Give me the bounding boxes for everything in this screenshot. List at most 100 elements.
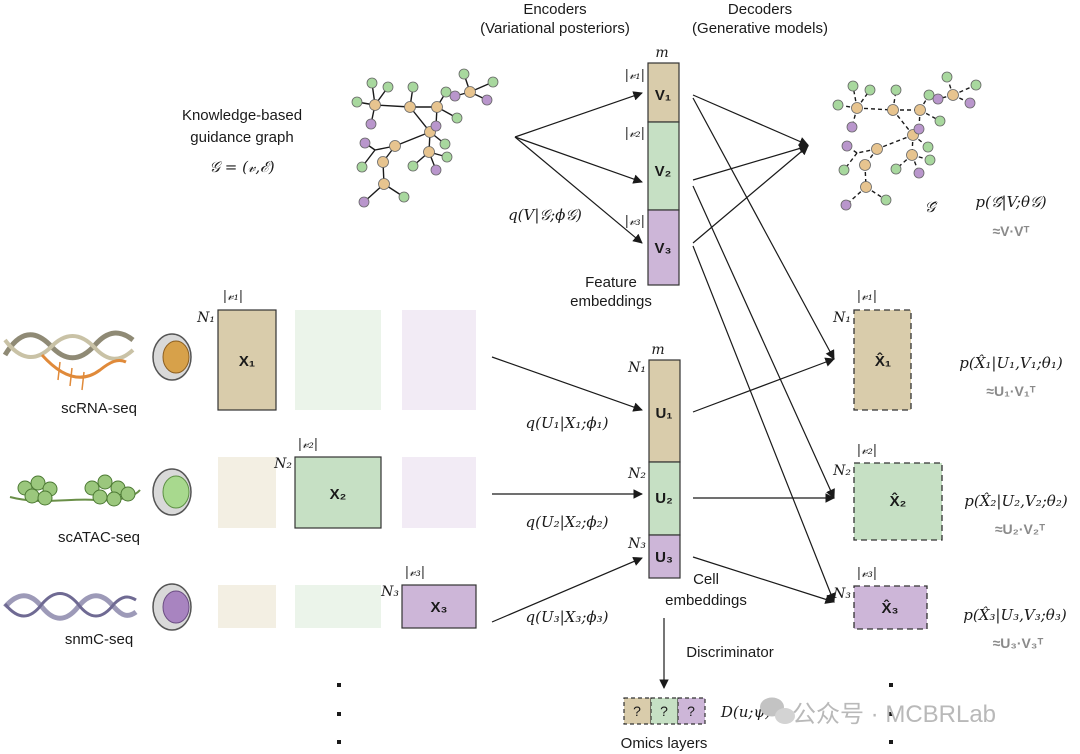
decoder-x2-formula: p(X̂₂|U₂,V₂;θ₂) (964, 492, 1068, 510)
arrow-graph-to-v1 (514, 91, 643, 138)
omics-layer-atac-label: ? (660, 703, 668, 719)
v1-size-label: |𝓋₁| (625, 68, 645, 83)
cell-caption-line2: embeddings (665, 592, 747, 609)
watermark-text: 公众号 · MCBRLab (792, 701, 996, 728)
methylation-helix-icon (3, 592, 138, 621)
x1-hat-size-label: |𝓋₁| (857, 289, 877, 304)
cell-m-label: m (651, 342, 664, 358)
atac-cell-icon (152, 468, 192, 516)
x2-hat-size-label: |𝓋₂| (857, 443, 877, 458)
guidance-graph-nodes (351, 68, 499, 208)
guidance-title-line1: Knowledge-based (182, 107, 302, 124)
decoder-formulas: p(𝒢̂|V;θ𝒢) ≈V·Vᵀ p(X̂₁|U₁,V₁;θ₁) ≈U₁·V₁ᵀ… (959, 193, 1068, 651)
encoders-subtitle: (Variational posteriors) (480, 20, 630, 37)
decoder-x1-approx: ≈U₁·V₁ᵀ (986, 383, 1035, 399)
x2-hat-symbol: X̂₂ (890, 491, 907, 510)
x1-size-label: |𝓋₁| (223, 289, 243, 304)
u2-count-label: N₂ (627, 466, 646, 482)
x1-hat-count-label: N₁ (832, 310, 851, 326)
reconstructed-graph-symbol: 𝒢̂ (925, 198, 938, 216)
omics-name-mc: snmC-seq (65, 631, 133, 648)
cell-caption-line1: Cell (693, 571, 719, 588)
x2-empty-mc (402, 457, 476, 528)
v1-block (647, 62, 680, 123)
encoders-header: Encoders (Variational posteriors) (480, 1, 630, 37)
decoders-title: Decoders (728, 1, 792, 18)
x1-count-label: N₁ (196, 310, 215, 326)
v3-symbol: V₃ (655, 240, 672, 257)
encoders-title: Encoders (523, 1, 586, 18)
decoder-x3-formula: p(X̂₃|U₃,V₃;θ₃) (963, 606, 1067, 624)
guidance-graph-label: Knowledge-based guidance graph 𝒢 = (𝓋,ℰ) (182, 107, 302, 176)
x3-hat-size-label: |𝓋₃| (857, 566, 877, 581)
x3-hat-count-label: N₃ (832, 586, 851, 602)
omics-layer-rna (623, 697, 652, 725)
x2-symbol: X₂ (330, 486, 347, 503)
decoder-graph-approx: ≈V·Vᵀ (992, 223, 1029, 239)
arrow-x3-to-u3 (491, 556, 643, 623)
arrow-graph-to-v2 (514, 136, 643, 184)
u3-symbol: U₃ (655, 549, 673, 566)
x1-symbol: X₁ (239, 353, 255, 370)
encoder-graph-formula: q(V|𝒢;ϕ𝒢) (508, 206, 582, 224)
omics-layer-rna-label: ? (633, 703, 641, 719)
decoders-subtitle: (Generative models) (692, 20, 828, 37)
u1-block (648, 359, 681, 463)
reconstructions: X̂₁ X̂₂ X̂₃ |𝓋₁| |𝓋₂| |𝓋₃| N₁ N₂ N₃ (832, 289, 943, 630)
rna-cell-icon (152, 333, 192, 381)
omics-name-atac: scATAC-seq (58, 529, 140, 546)
u1-symbol: U₁ (655, 405, 672, 422)
omics-layers-caption: Omics layers (621, 735, 708, 752)
encoder-x3-formula: q(U₃|X₃;ϕ₃) (526, 608, 609, 626)
omics-name-rna: scRNA-seq (61, 400, 137, 417)
discriminator: Discriminator ? ? ? D(u;ψ) Omics layers (621, 644, 774, 752)
x3-hat-matrix (853, 585, 928, 630)
arrow-v2-to-graph (692, 143, 809, 181)
feature-caption-line1: Feature (585, 274, 637, 291)
u3-block (648, 534, 681, 579)
x1-empty-atac (295, 310, 381, 410)
v2-symbol: V₂ (655, 163, 672, 180)
encoder-x2-formula: q(U₂|X₂;ϕ₂) (526, 513, 609, 531)
arrow-v2-to-x2hat (692, 185, 835, 499)
omics-names: scRNA-seq scATAC-seq snmC-seq (58, 400, 140, 648)
omics-layer-mc-label: ? (687, 703, 695, 719)
data-matrices: X₁ |𝓋₁| N₁ X₂ |𝓋₂| N₂ X₃ |𝓋₃| N₃ (196, 289, 477, 629)
guidance-formula: 𝒢 = (𝓋,ℰ) (209, 158, 274, 176)
x1-empty-mc (402, 310, 476, 410)
discriminator-formula: D(u;ψ) (720, 703, 771, 721)
dna-helix-icon (2, 330, 135, 391)
chromatin-icon (9, 474, 141, 507)
x2-count-label: N₂ (273, 456, 292, 472)
x2-hat-matrix (853, 462, 943, 541)
arrow-v3-to-x3hat (692, 245, 836, 603)
arrow-graph-to-v3 (514, 136, 643, 244)
decoder-x2-approx: ≈U₂·V₂ᵀ (995, 521, 1045, 537)
arrows (491, 91, 836, 689)
feature-caption-line2: embeddings (570, 293, 652, 310)
x3-count-label: N₃ (380, 584, 399, 600)
decoder-x3-approx: ≈U₃·V₃ᵀ (993, 635, 1044, 651)
mc-cell-icon (152, 583, 192, 631)
reconstructed-graph-nodes (832, 71, 982, 211)
u2-block (648, 461, 681, 536)
x3-empty-rna (218, 585, 276, 628)
v2-size-label: |𝓋₂| (625, 126, 645, 141)
x1-hat-matrix (853, 309, 912, 411)
watermark: 公众号 · MCBRLab (760, 697, 996, 728)
u2-symbol: U₂ (655, 490, 673, 507)
x3-hat-symbol: X̂₃ (882, 598, 899, 617)
x3-size-label: |𝓋₃| (405, 565, 425, 580)
x1-hat-symbol: X̂₁ (875, 351, 891, 370)
encoder-formulas: q(V|𝒢;ϕ𝒢) q(U₁|X₁;ϕ₁) q(U₂|X₂;ϕ₂) q(U₃|X… (508, 206, 609, 626)
v3-size-label: |𝓋₃| (625, 214, 645, 229)
x1-matrix (217, 309, 277, 411)
continuation-dots (337, 683, 893, 744)
x2-matrix (294, 456, 382, 529)
arrow-u3-to-x3hat (692, 556, 835, 604)
encoder-x1-formula: q(U₁|X₁;ϕ₁) (526, 414, 609, 432)
decoders-header: Decoders (Generative models) (692, 1, 828, 37)
u1-count-label: N₁ (627, 360, 646, 376)
arrow-x1-to-u1 (491, 356, 643, 412)
